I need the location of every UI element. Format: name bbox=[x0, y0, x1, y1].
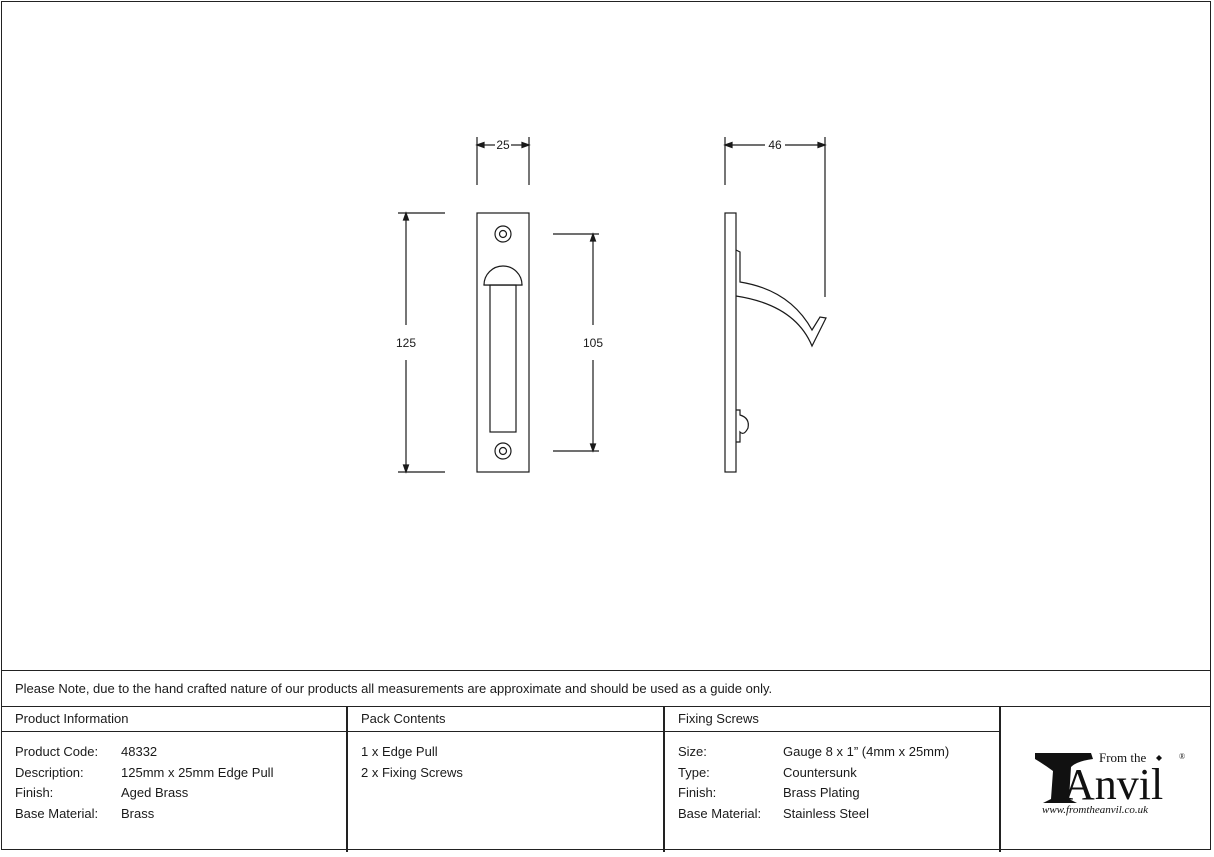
projection-dimension-label: 46 bbox=[768, 138, 782, 152]
svg-text:www.fromtheanvil.co.uk: www.fromtheanvil.co.uk bbox=[1042, 804, 1149, 816]
front-view-plate bbox=[477, 213, 529, 472]
pack-contents-heading: Pack Contents bbox=[361, 711, 446, 726]
measurement-note: Please Note, due to the hand crafted nat… bbox=[1, 670, 1211, 707]
from-the-anvil-logo: From the ® Anvil www.fromtheanvil.co.uk bbox=[1001, 707, 1211, 852]
pull-slot bbox=[490, 285, 516, 432]
list-item: 1 x Edge Pull bbox=[361, 742, 463, 763]
width-dimension-label: 25 bbox=[496, 138, 510, 152]
note-text: Please Note, due to the hand crafted nat… bbox=[15, 681, 772, 696]
screw-centres-dimension-label: 105 bbox=[583, 336, 603, 350]
svg-text:®: ® bbox=[1179, 752, 1185, 761]
top-screw-hole bbox=[495, 226, 511, 242]
specification-table: Product Information Product Code:48332 D… bbox=[1, 706, 1211, 851]
svg-text:Anvil: Anvil bbox=[1063, 760, 1163, 809]
product-info-heading: Product Information bbox=[15, 711, 128, 726]
side-view-pull-arm bbox=[736, 250, 826, 346]
fixing-screws-section: Fixing Screws Size:Gauge 8 x 1” (4mm x 2… bbox=[664, 707, 1000, 852]
fixing-screws-heading: Fixing Screws bbox=[678, 711, 759, 726]
product-info-section: Product Information Product Code:48332 D… bbox=[1, 707, 346, 852]
technical-drawing: 25 125 105 46 bbox=[0, 0, 1214, 670]
list-item: 2 x Fixing Screws bbox=[361, 763, 463, 784]
bottom-screw-hole bbox=[495, 443, 511, 459]
height-dimension-label: 125 bbox=[396, 336, 416, 350]
side-view-plate bbox=[725, 213, 736, 472]
pack-contents-section: Pack Contents 1 x Edge Pull 2 x Fixing S… bbox=[347, 707, 663, 852]
finger-recess bbox=[484, 266, 522, 285]
